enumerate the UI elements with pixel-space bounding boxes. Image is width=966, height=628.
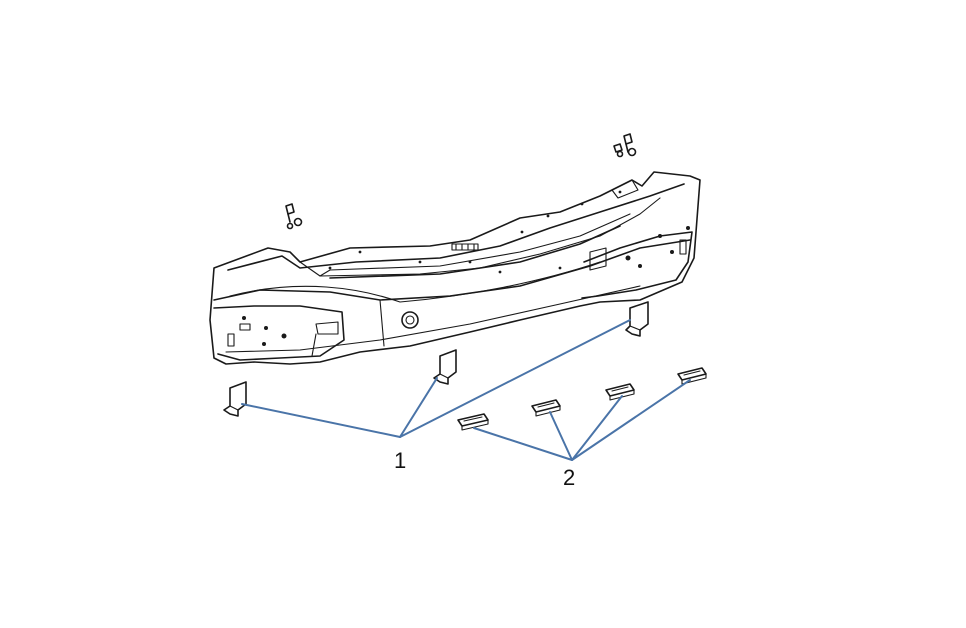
callout-label-1: 1 <box>394 448 407 473</box>
bolt-right-1 <box>623 133 637 157</box>
bracket-1a <box>223 381 247 417</box>
bracket-1c <box>625 301 649 337</box>
clip-2b <box>531 399 561 417</box>
clip-2d <box>677 367 707 385</box>
bracket-1b <box>433 349 457 385</box>
leader-lines-1 <box>241 319 631 438</box>
bolt-right-2 <box>613 143 624 158</box>
leader-lines-2 <box>473 379 691 461</box>
bolt-left <box>285 203 303 230</box>
callout-label-2: 2 <box>563 465 576 490</box>
bumper-beam <box>209 171 701 365</box>
clip-2a <box>457 413 489 431</box>
